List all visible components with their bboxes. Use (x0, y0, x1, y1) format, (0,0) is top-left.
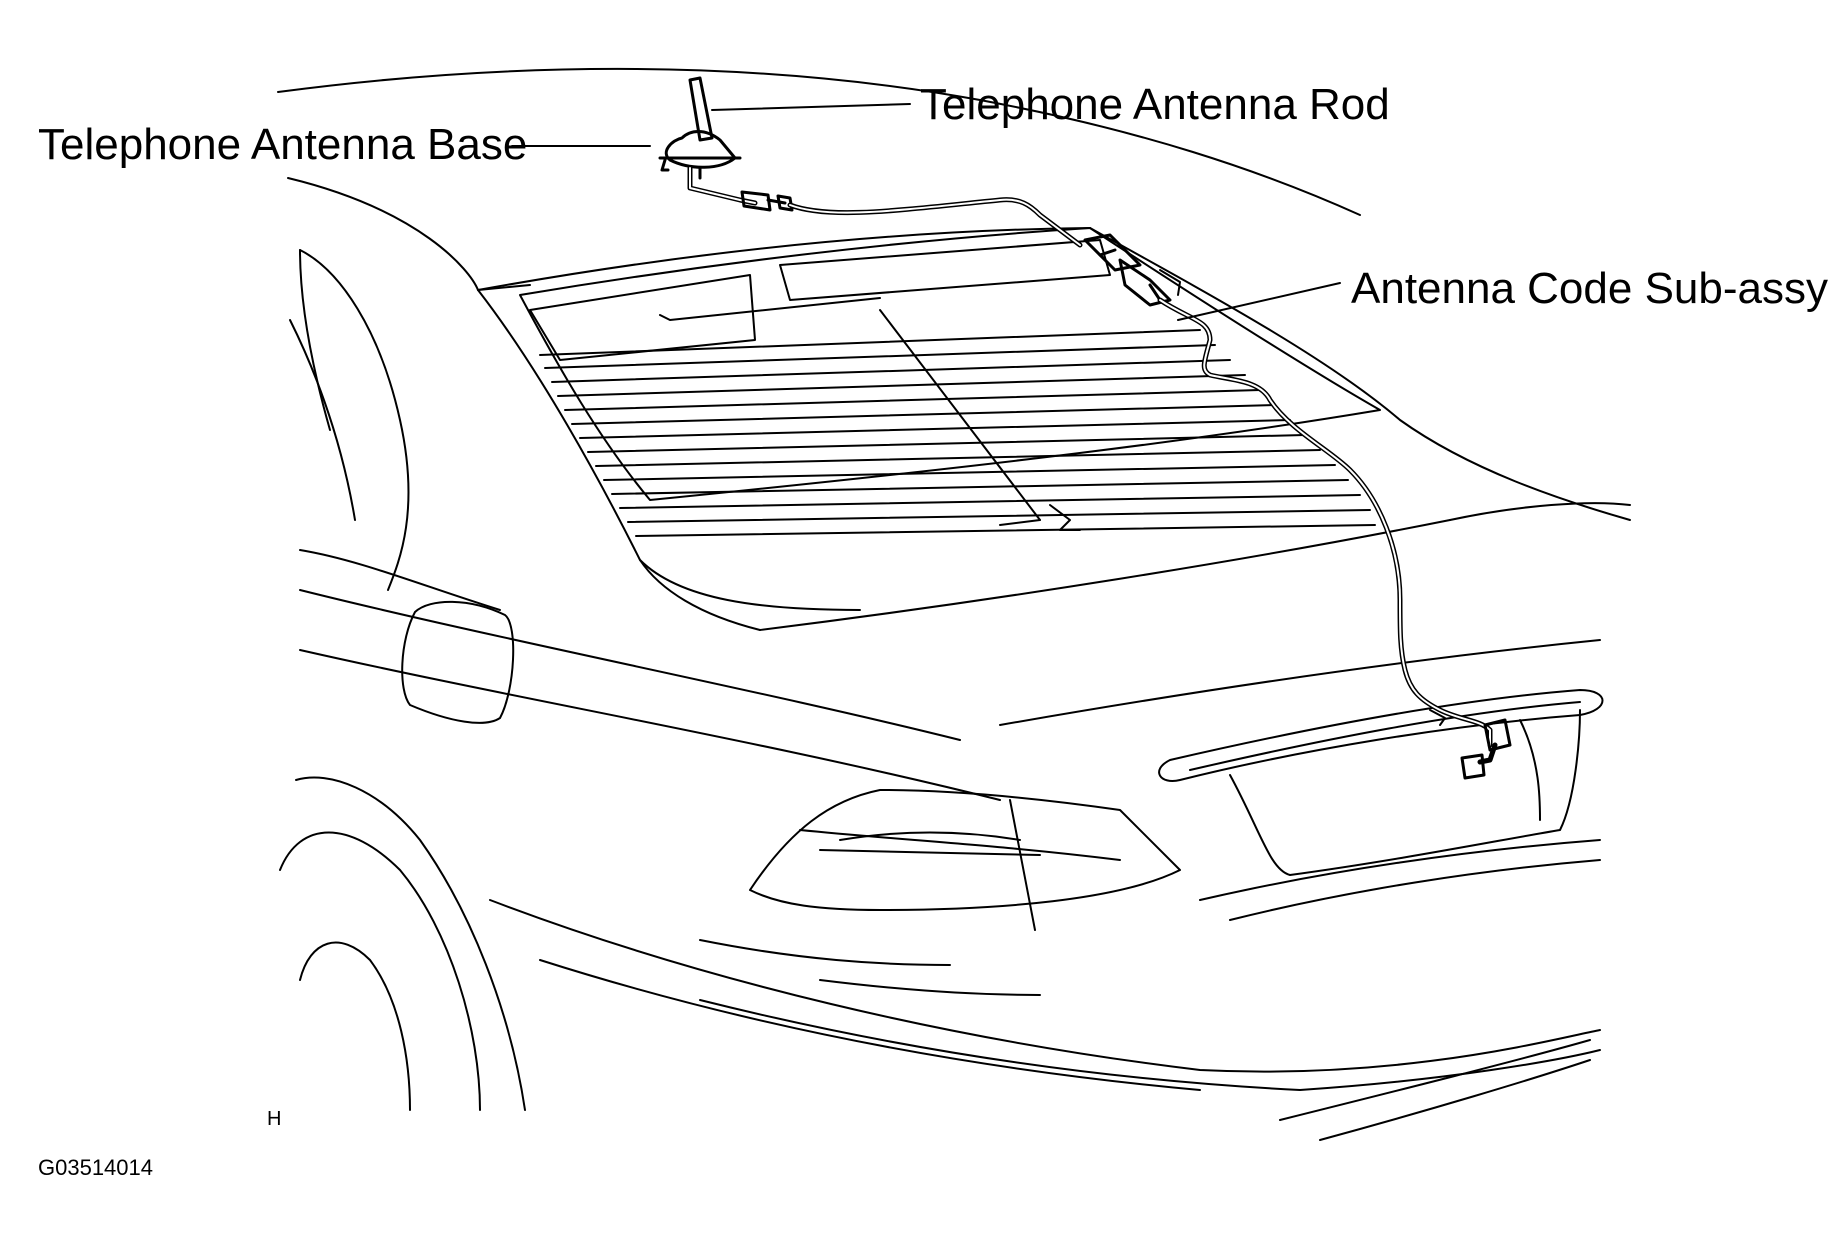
antenna-cable-trunk (1157, 297, 1512, 780)
car-body-outline (277, 67, 1631, 1141)
leader-lines (511, 103, 1341, 321)
label-telephone-antenna-rod: Telephone Antenna Rod (920, 80, 1390, 129)
antenna-cable (687, 165, 1083, 248)
label-telephone-antenna-base: Telephone Antenna Base (38, 120, 528, 169)
leader-line-code (1177, 282, 1341, 321)
rear-window-defogger (519, 227, 1381, 537)
leader-line-rod (711, 103, 911, 111)
antenna-rod-icon (658, 76, 742, 180)
label-antenna-code-sub-assy: Antenna Code Sub-assy (1351, 264, 1828, 313)
view-marker: H (267, 1108, 282, 1130)
figure-id: G03514014 (38, 1155, 153, 1180)
